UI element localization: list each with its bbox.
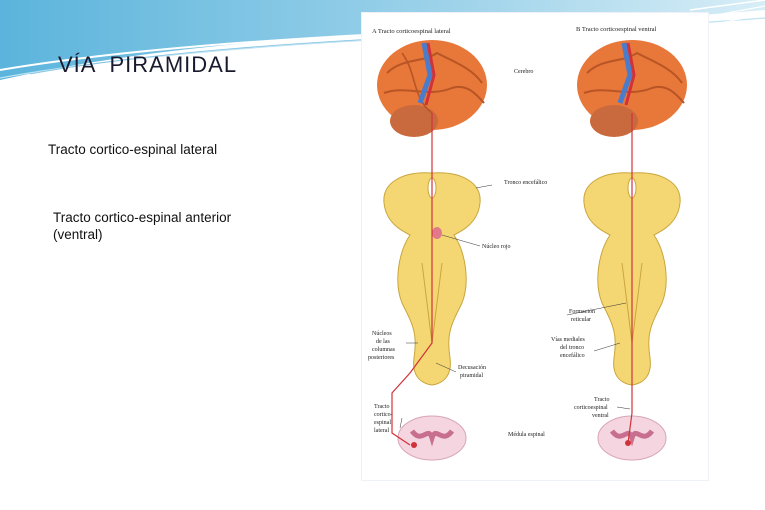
label-decusacion-2: piramidal	[460, 373, 483, 379]
pyramidal-pathway-figure: A Tracto corticoespinal lateral B Tracto…	[362, 13, 708, 480]
panel-b-title: B Tracto corticoespinal ventral	[576, 26, 657, 33]
label-tracto-ven-2: corticoespinal	[574, 405, 608, 411]
panel-a-tract	[391, 113, 433, 446]
label-vias-3: encefálico	[560, 352, 585, 359]
label-vias-2: del tronco	[560, 345, 584, 351]
label-nucleos-4: posteriores	[368, 355, 395, 361]
bullet-anterior-tract: Tracto cortico-espinal anterior (ventral…	[53, 210, 232, 242]
bullet-lateral-tract: Tracto cortico-espinal lateral	[48, 142, 218, 157]
label-nucleos-3: columnas	[372, 347, 396, 353]
label-tronco: Tronco encefálico	[504, 179, 547, 186]
panel-a-spinal-cord	[397, 415, 467, 461]
label-formacion-2: reticular	[571, 317, 591, 323]
panel-b-spinal-cord	[597, 415, 667, 461]
panel-a-brain	[377, 40, 487, 137]
label-medula: Médula espinal	[508, 432, 545, 438]
label-tracto-lat-4: lateral	[374, 428, 389, 434]
label-decusacion-1: Decusación	[458, 365, 486, 371]
label-tracto-lat-1: Tracto	[374, 404, 389, 410]
label-tracto-ven-3: ventral	[592, 413, 609, 419]
panel-b-brain	[577, 40, 687, 137]
label-vias-1: Vías mediales	[551, 337, 585, 343]
label-tracto-ven-1: Tracto	[594, 397, 609, 403]
slide-title: VÍA PIRAMIDAL	[58, 52, 238, 77]
label-nucleos-1: Núcleos	[372, 331, 392, 337]
panel-b-tract	[627, 113, 633, 444]
label-cerebro: Cerebro	[514, 69, 533, 75]
label-nucleo-rojo: Núcleo rojo	[482, 244, 511, 250]
label-tracto-lat-3: espinal	[374, 420, 391, 426]
label-tracto-lat-2: cortico-	[374, 412, 393, 418]
label-nucleos-2: de las	[376, 339, 390, 345]
panel-a-title: A Tracto corticoespinal lateral	[372, 28, 451, 35]
